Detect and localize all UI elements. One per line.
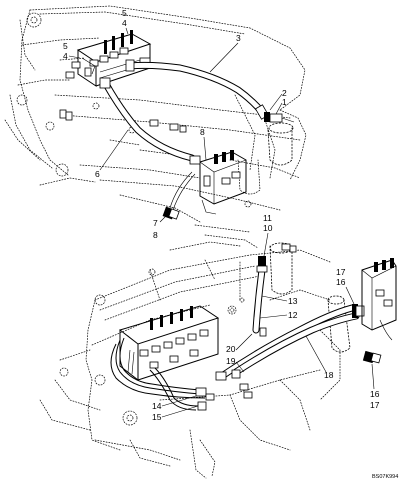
callout-14: 14 xyxy=(152,401,162,411)
callout-20: 20 xyxy=(226,344,236,354)
lower-control-valve xyxy=(361,258,397,341)
callout-8-upper: 8 xyxy=(200,127,205,137)
upper-frame-outline xyxy=(4,5,307,249)
drawing-reference-code: BS07K994 xyxy=(372,474,398,480)
hose-18 xyxy=(215,304,360,381)
lower-callouts: 11 10 17 16 13 12 20 19 18 14 15 16 17 xyxy=(152,213,380,422)
lower-frame-outline xyxy=(39,241,351,479)
callout-16-top: 16 xyxy=(336,277,346,287)
callout-17-top: 17 xyxy=(336,267,346,277)
fitting-16-17-lower xyxy=(362,350,382,364)
hose-13 xyxy=(252,256,268,334)
callout-5-top: 5 xyxy=(122,8,127,18)
callout-6: 6 xyxy=(95,169,100,179)
upper-assembly: 5 4 5 4 3 2 1 6 8 7 8 xyxy=(4,5,307,249)
callout-18: 18 xyxy=(324,370,334,380)
callout-2: 2 xyxy=(282,88,287,98)
control-valve-8 xyxy=(189,150,247,215)
callout-10: 10 xyxy=(263,223,273,233)
fitting-1-2 xyxy=(264,112,295,123)
callout-12: 12 xyxy=(288,310,298,320)
callout-19: 19 xyxy=(226,356,236,366)
lower-tubes xyxy=(110,337,215,411)
callout-4-top: 4 xyxy=(122,18,127,28)
callout-4-left: 4 xyxy=(63,51,68,61)
upper-callouts: 5 4 5 4 3 2 1 6 8 7 8 xyxy=(63,8,287,240)
lower-valve-bank xyxy=(118,305,220,382)
hose-6 xyxy=(99,77,196,162)
callout-15: 15 xyxy=(152,412,162,422)
fitting-16-17-upper xyxy=(352,304,365,318)
callout-7: 7 xyxy=(153,218,158,228)
lower-small-fittings xyxy=(239,243,297,399)
callout-11: 11 xyxy=(263,213,272,223)
callout-13: 13 xyxy=(288,296,298,306)
upper-small-fittings xyxy=(59,109,187,133)
callout-16-bottom: 16 xyxy=(370,389,380,399)
fitting-7 xyxy=(162,171,196,220)
callout-3: 3 xyxy=(236,33,241,43)
callout-5-left: 5 xyxy=(63,41,68,51)
callout-17-bottom: 17 xyxy=(370,400,380,410)
lower-assembly: 11 10 17 16 13 12 20 19 18 14 15 16 17 xyxy=(39,213,397,479)
callout-8-lower: 8 xyxy=(153,230,158,240)
callout-1: 1 xyxy=(282,97,287,107)
